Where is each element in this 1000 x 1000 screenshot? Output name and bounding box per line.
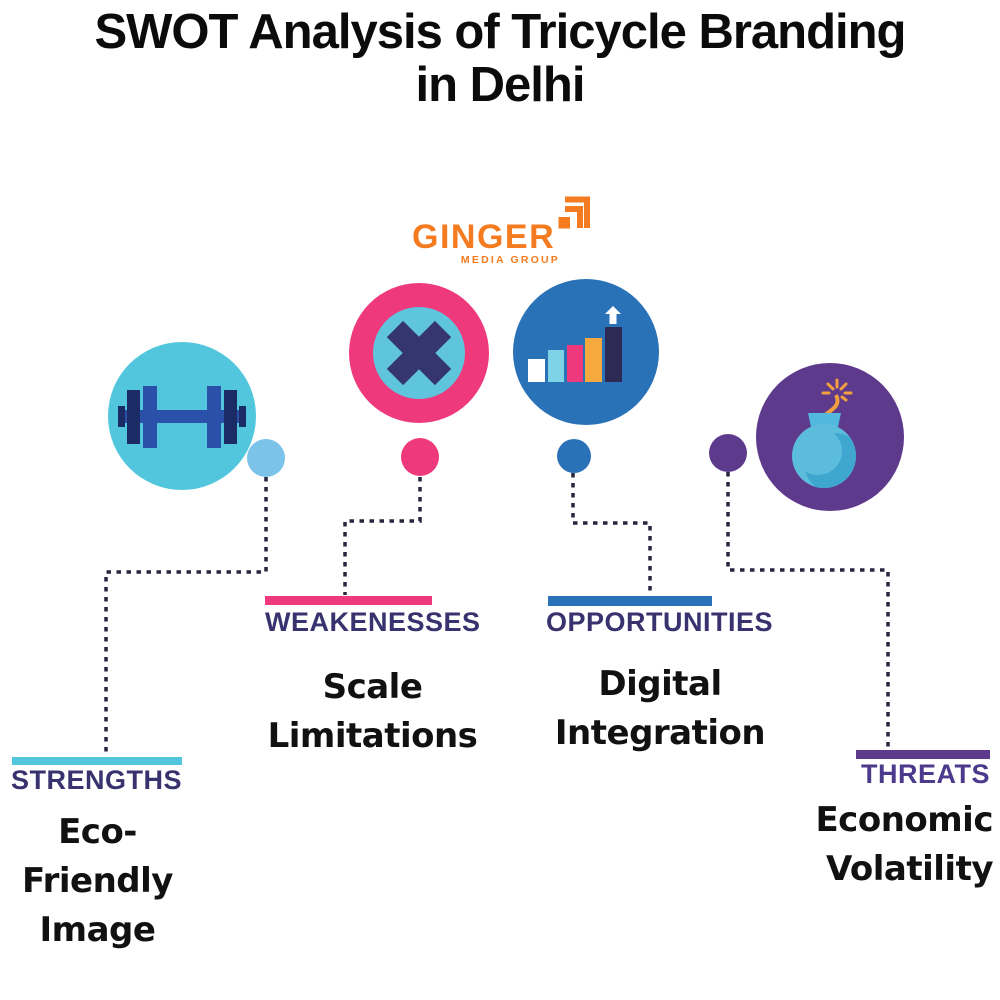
threats-item-text: Economic Volatility xyxy=(765,796,993,894)
stacked-pages-icon xyxy=(558,196,590,229)
page-title-line2: in Delhi xyxy=(415,58,586,112)
threats-dot xyxy=(709,434,747,472)
logo-brand-text: GINGER xyxy=(412,218,556,256)
weaknesses-item-line: Limitations xyxy=(267,716,478,756)
threats-underline-bar xyxy=(856,750,990,759)
strengths-underline-bar xyxy=(12,757,182,765)
opportunities-item-line: Digital xyxy=(598,664,722,704)
opportunities-label: OPPORTUNITIES xyxy=(546,607,774,637)
weaknesses-connector-line xyxy=(343,477,422,595)
opportunities-underline-bar xyxy=(548,596,712,606)
ginger-media-group-logo: GINGER MEDIA GROUP xyxy=(412,196,590,268)
strengths-item-line: Eco- xyxy=(58,812,137,852)
page-title: SWOT Analysis of Tricycle Branding in De… xyxy=(0,6,1000,112)
strengths-circle xyxy=(108,342,256,490)
strengths-dot xyxy=(247,439,285,477)
strengths-label: STRENGTHS xyxy=(11,765,183,795)
weaknesses-underline-bar xyxy=(265,596,432,605)
logo-tagline-text: MEDIA GROUP xyxy=(460,254,560,266)
strengths-item-text: Eco- Friendly Image xyxy=(0,808,195,955)
weaknesses-item-line: Scale xyxy=(322,667,423,707)
weaknesses-label: WEAKENESSES xyxy=(265,607,481,637)
weaknesses-dot xyxy=(401,438,439,476)
growth-chart-icon xyxy=(528,306,622,382)
cross-icon xyxy=(386,320,452,386)
threats-circle xyxy=(756,363,904,511)
strengths-item-line: Friendly xyxy=(22,861,173,901)
opportunities-dot xyxy=(557,439,591,473)
opportunities-item-line: Integration xyxy=(554,713,766,753)
page-title-line1: SWOT Analysis of Tricycle Branding xyxy=(94,5,907,59)
strengths-connector-line xyxy=(104,477,268,756)
threats-item-line: Volatility xyxy=(825,849,994,889)
bomb-spark xyxy=(821,378,853,402)
opportunities-circle xyxy=(513,279,659,425)
bomb-icon xyxy=(792,378,856,488)
threats-item-line: Economic xyxy=(815,800,993,840)
opportunities-item-text: Digital Integration xyxy=(528,660,792,758)
dumbbell-icon xyxy=(118,386,246,448)
weaknesses-circle xyxy=(349,283,489,423)
weaknesses-item-text: Scale Limitations xyxy=(250,663,495,761)
strengths-item-line: Image xyxy=(39,910,156,950)
opportunities-connector-line xyxy=(571,473,652,595)
threats-label: THREATS xyxy=(861,759,990,789)
